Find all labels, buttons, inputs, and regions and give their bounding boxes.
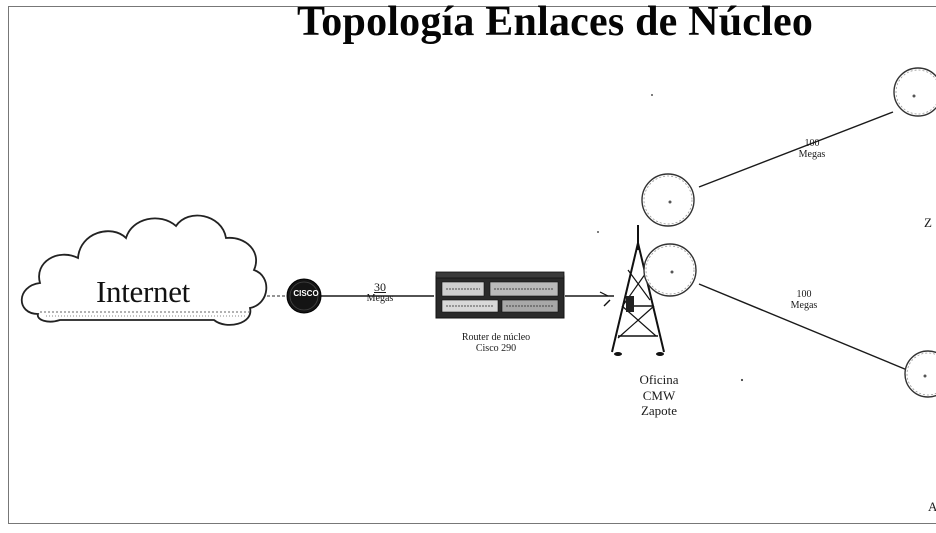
remote-dish-lower-icon bbox=[904, 350, 936, 398]
router-label: Router de núcleo Cisco 290 bbox=[446, 332, 546, 354]
core-router-icon bbox=[435, 271, 565, 319]
office-label-line1: Oficina bbox=[639, 372, 679, 387]
link-label-office-lower: 100 Megas bbox=[784, 289, 824, 311]
internet-label: Internet bbox=[96, 274, 190, 309]
cisco-logo-text: CISCO bbox=[293, 289, 319, 298]
internet-cloud-icon bbox=[20, 214, 268, 326]
link-office-to-upper-dish bbox=[698, 111, 894, 188]
link-label-office-upper: 100 Megas bbox=[792, 138, 832, 160]
office-dish-upper-icon bbox=[641, 173, 695, 227]
remote-site-label-lower: A bbox=[928, 499, 936, 514]
link-speed-value: 100 bbox=[804, 138, 820, 149]
diagram-title: Topología Enlaces de Núcleo bbox=[296, 0, 814, 45]
office-label-line3: Zapote bbox=[640, 403, 678, 419]
router-label-line2: Cisco 290 bbox=[475, 342, 517, 354]
link-office-to-lower-dish bbox=[698, 283, 913, 373]
link-speed-value: 30 bbox=[374, 280, 386, 294]
office-dish-lower-icon bbox=[643, 243, 697, 297]
cisco-router-icon bbox=[286, 278, 322, 314]
antenna-tower-icon bbox=[599, 225, 665, 356]
link-label-internet-router: 30 Megas bbox=[362, 281, 398, 304]
link-speed-unit: Megas bbox=[366, 292, 394, 304]
office-label: Oficina CMW Zapote bbox=[624, 372, 694, 419]
link-speed-unit: Megas bbox=[798, 148, 826, 160]
remote-site-label-upper: Z bbox=[924, 215, 932, 230]
link-speed-unit: Megas bbox=[790, 299, 818, 311]
router-label-line1: Router de núcleo bbox=[461, 332, 531, 343]
office-label-line2: CMW bbox=[642, 387, 676, 403]
remote-dish-upper-icon bbox=[893, 67, 936, 117]
diagram-frame bbox=[8, 6, 936, 524]
link-speed-value: 100 bbox=[796, 289, 812, 300]
